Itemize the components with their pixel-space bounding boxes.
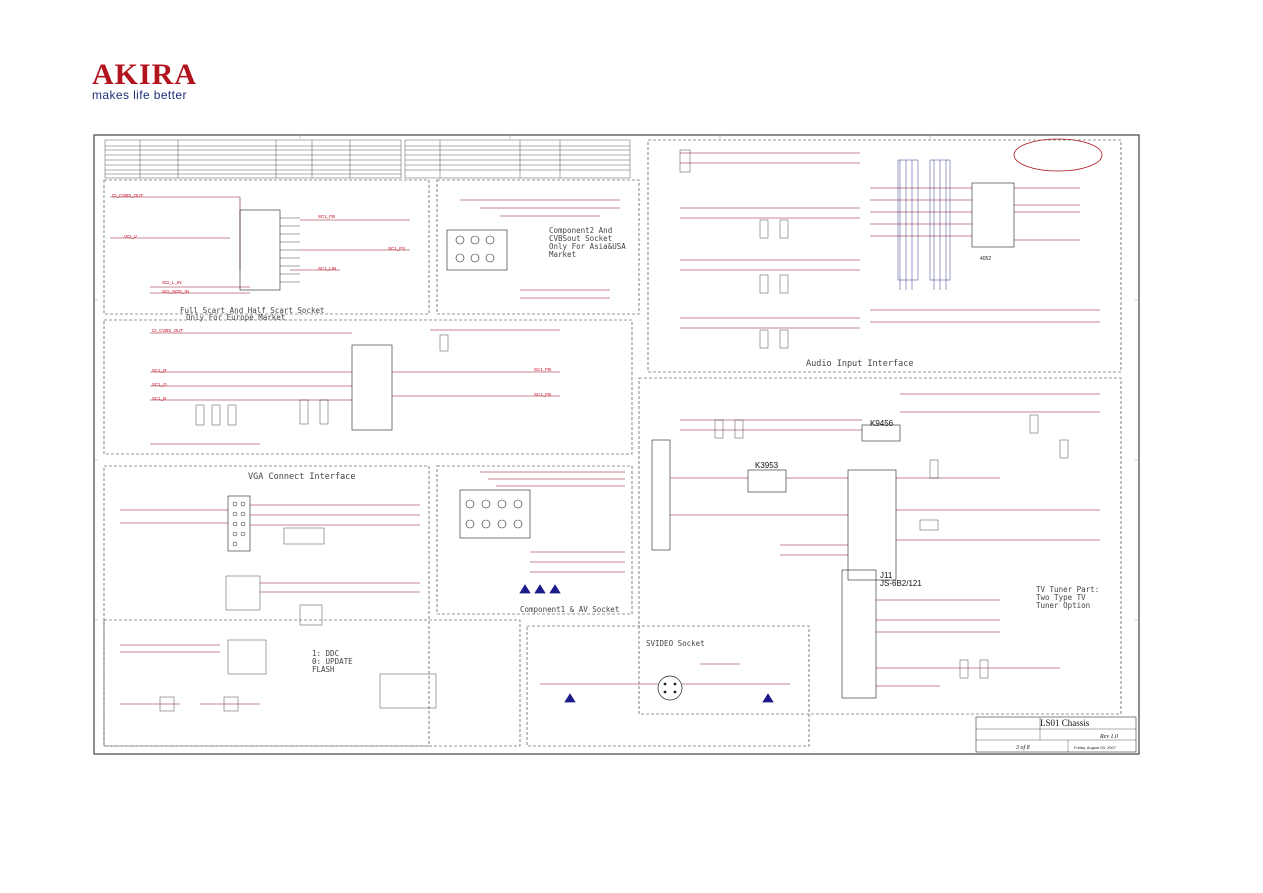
- if-demod-chip: [847, 469, 897, 581]
- svg-text:SCI_L_IN: SCI_L_IN: [162, 280, 182, 285]
- audio-wiring: [680, 152, 1100, 329]
- svg-text:SC1_FB: SC1_FB: [318, 214, 335, 219]
- svg-text:SC1_LIN: SC1_LIN: [318, 266, 336, 271]
- k9456-label: K9456: [870, 419, 894, 428]
- vga-pins: [232, 501, 246, 547]
- u8-chip-label: 4052: [980, 256, 991, 262]
- tuner-module: [841, 569, 877, 699]
- svg-text:SC1_FB: SC1_FB: [534, 392, 551, 397]
- k3953-chip: [747, 469, 787, 493]
- section-boxes: [103, 139, 1122, 747]
- vga-wiring: [120, 504, 420, 705]
- ddc-note-1: 1: DDC: [312, 649, 339, 658]
- component2-title-1: Component2 And: [549, 226, 612, 235]
- tuner-wiring: [670, 393, 1100, 687]
- k9456-chip: [861, 424, 901, 442]
- logo-brand: AKIRA: [92, 58, 198, 91]
- component1-wiring: [480, 471, 625, 573]
- scart-connector: [239, 209, 281, 291]
- sheet-frame: [93, 134, 1140, 755]
- akira-logo: AKIRA makes life better: [92, 58, 198, 103]
- tuner-title-1: TV Tuner Part:: [1036, 585, 1099, 594]
- svg-text:SC1_FS: SC1_FS: [388, 246, 405, 251]
- audio-components: [679, 149, 789, 349]
- tuner-title-2: Two Type TV: [1036, 593, 1086, 602]
- logo-tagline: makes life better: [92, 88, 187, 102]
- svg-text:SC1_FB: SC1_FB: [534, 367, 551, 372]
- frame-zone-ticks: [94, 135, 1139, 621]
- svg-text:SC1_R: SC1_R: [152, 368, 167, 373]
- vga-components: [159, 527, 437, 712]
- svg-text:SC1_G: SC1_G: [152, 382, 167, 387]
- ddc-note-3: FLASH: [312, 665, 335, 674]
- title-block-date: Friday, August 03, 2007: [1074, 745, 1117, 750]
- tuner-model-label: JS-6B2/121: [880, 579, 922, 588]
- svideo-diodes: [564, 693, 774, 703]
- scart-wiring: [110, 196, 410, 294]
- svideo-title: SVIDEO Socket: [646, 639, 705, 648]
- svg-text:VCI_V: VCI_V: [124, 234, 137, 239]
- component2-jacks: [455, 235, 495, 263]
- component2-title-4: Market: [549, 250, 576, 259]
- k3953-label: K3953: [755, 461, 779, 470]
- vga-connector: [227, 495, 251, 552]
- svg-text:SCI_SOG_IN: SCI_SOG_IN: [162, 289, 189, 294]
- svg-text:SC1_B: SC1_B: [152, 396, 166, 401]
- scart-pins: [280, 217, 300, 283]
- option-tables: [104, 139, 631, 179]
- svideo-connector: [657, 675, 683, 701]
- component2-wiring: [460, 199, 620, 299]
- title-block-title: LS01 Chassis: [1040, 718, 1090, 728]
- component1-av-title: Component1 & AV Socket: [520, 605, 619, 614]
- ddc-note-2: 0: UPDATE: [312, 657, 353, 666]
- component1-connector: [459, 489, 531, 539]
- scart2-components: [195, 334, 449, 426]
- scart-subtitle: Only For Europe Market: [186, 313, 285, 322]
- u8-chip: [971, 182, 1015, 248]
- svideo-pins: [663, 682, 677, 694]
- svg-text:CI_CVBS_OUT: CI_CVBS_OUT: [112, 193, 144, 198]
- svg-text:CI_CVBS_OUT: CI_CVBS_OUT: [152, 328, 184, 333]
- tuner-connector: [651, 439, 671, 551]
- scart2-connector: [351, 344, 393, 431]
- title-block-rev: Rev 1.0: [1099, 734, 1118, 740]
- j11-label: J11: [880, 571, 893, 580]
- svideo-wiring: [540, 663, 790, 685]
- component1-jacks: [465, 499, 523, 529]
- tvs-diodes: [519, 584, 561, 594]
- vga-title: VGA Connect Interface: [248, 472, 355, 482]
- title-block: LS01 Chassis Rev 1.0 3 of 8 Friday, Augu…: [975, 716, 1137, 753]
- u8-wiring: [870, 187, 1080, 241]
- audio-input-title: Audio Input Interface: [806, 359, 913, 369]
- tuner-title-3: Tuner Option: [1036, 601, 1090, 610]
- scart2-wiring: [150, 329, 560, 445]
- scart-title: Full Scart And Half Scart Socket: [180, 306, 325, 315]
- title-block-sheet: 3 of 8: [1015, 744, 1030, 751]
- component2-title-3: Only For Asia&USA: [549, 242, 626, 251]
- tuner-components: [714, 414, 1069, 679]
- component2-connector: [446, 229, 508, 271]
- component2-title-2: CVBSout Socket: [549, 234, 612, 243]
- highlight-ellipse: [1013, 138, 1103, 172]
- audio-bus: [897, 159, 951, 290]
